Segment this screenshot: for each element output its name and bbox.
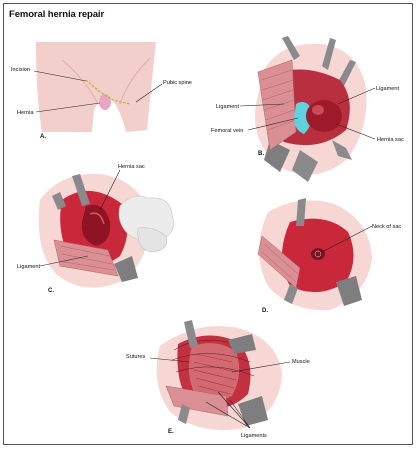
label-ligament: Ligament — [17, 264, 40, 270]
leader-line — [337, 87, 376, 105]
panel-letter-c: C. — [48, 288, 54, 294]
instrument-hook — [228, 334, 256, 354]
ligament-striations — [261, 243, 299, 283]
label-hernia: Hernia — [17, 110, 34, 116]
incision-line — [85, 79, 131, 105]
leader-line — [321, 225, 373, 253]
label-muscle: Muscle — [292, 359, 310, 365]
ligament-band — [53, 239, 119, 277]
hernia-sac — [306, 100, 342, 132]
panel-b: Ligament Ligament Femoral vein Hernia sa… — [211, 36, 404, 182]
instrument-hook — [184, 320, 198, 348]
leader-line — [149, 357, 191, 363]
instrument-hook — [238, 396, 268, 426]
groin-fold — [61, 59, 99, 105]
panel-letter-a: A. — [40, 134, 46, 140]
instrument-hook — [332, 140, 352, 160]
panel-letter-b: B. — [258, 151, 264, 157]
leader-line — [217, 391, 251, 429]
panel-letter-d: D. — [262, 308, 268, 314]
ligament-striations — [261, 69, 296, 131]
suture-thread — [175, 366, 255, 377]
instrument-hook — [338, 60, 356, 86]
leader-line — [229, 399, 251, 429]
leader-line — [99, 169, 121, 211]
sac-neck — [311, 248, 325, 260]
label-sutures: Sutures — [126, 354, 145, 360]
retracted-intestine — [118, 195, 174, 242]
panel-letter-e: E. — [168, 429, 174, 435]
leader-line — [247, 117, 299, 131]
instrument-hook — [284, 284, 298, 304]
abdomen-silhouette — [36, 42, 156, 132]
instrument-hook — [336, 276, 362, 306]
hernia-sac — [81, 204, 111, 246]
leader-line — [33, 70, 87, 82]
instrument-hook — [292, 150, 318, 182]
hernia-sac-highlight — [312, 105, 324, 115]
label-ligament-right: Ligament — [376, 86, 399, 92]
muscle-layer — [188, 343, 240, 401]
sac-highlight — [89, 212, 105, 225]
leader-line — [239, 103, 285, 107]
leader-line — [231, 361, 291, 373]
ligament-striations — [59, 245, 115, 271]
ligament-band — [165, 385, 229, 417]
label-neck-of-sac: Neck of sac — [372, 224, 401, 230]
label-hernia-sac: Hernia sac — [118, 164, 145, 170]
panel-a: Incision Hernia Pubic spine A. — [11, 42, 192, 140]
figure-title: Femoral hernia repair — [9, 9, 105, 20]
label-pubic-spine: Pubic spine — [163, 80, 192, 86]
ligament-band — [257, 59, 297, 151]
leader-line — [135, 83, 163, 103]
leader-line — [335, 123, 376, 140]
retracted-intestine — [137, 227, 167, 253]
label-incision: Incision — [11, 67, 30, 73]
label-ligaments: Ligaments — [241, 433, 267, 439]
instrument-hook — [52, 192, 66, 210]
leader-line — [205, 401, 251, 429]
instrument-hook — [178, 404, 190, 424]
hernia-bulge — [99, 94, 111, 110]
panel-d: Neck of sac D. — [257, 198, 401, 314]
label-femoral-vein: Femoral vein — [211, 128, 243, 134]
groin-fold — [119, 57, 151, 105]
panel-c: Hernia sac Ligament C. — [17, 164, 174, 294]
instrument-hook — [72, 174, 90, 206]
instrument-hook — [114, 256, 138, 282]
leader-line — [35, 102, 101, 113]
label-ligament-left: Ligament — [216, 104, 239, 110]
panel-e: Sutures Muscle Ligaments E. — [126, 320, 310, 439]
instrument-hook — [296, 198, 306, 226]
instrument-hook — [282, 36, 300, 60]
suture-thread — [171, 353, 251, 363]
leader-line — [39, 255, 89, 267]
neck-suture — [314, 250, 322, 258]
label-hernia-sac: Hernia sac — [377, 137, 404, 143]
instrument-hook — [322, 38, 336, 70]
